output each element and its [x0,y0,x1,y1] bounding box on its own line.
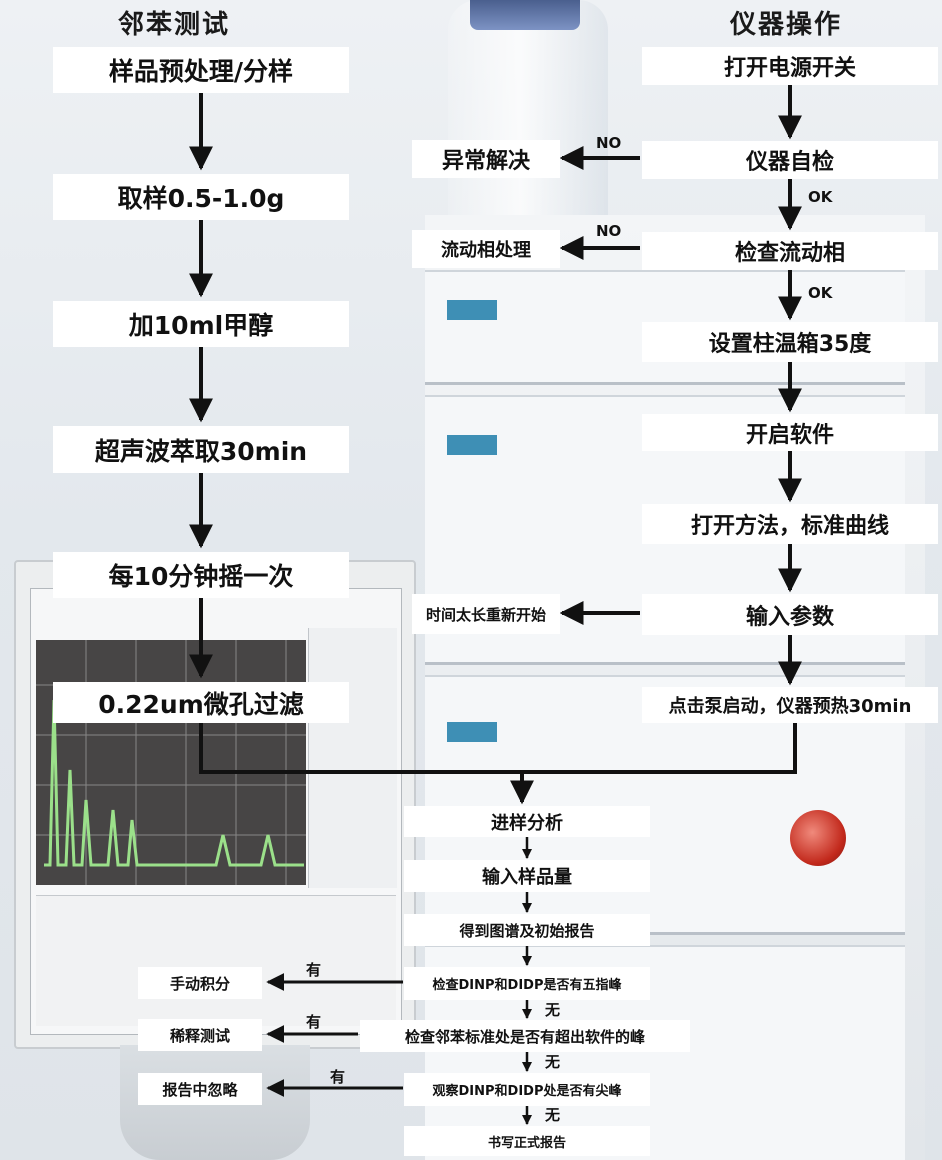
step-shake: 每10分钟摇一次 [53,552,349,598]
step-self-check: 仪器自检 [642,141,938,179]
label-no: NO [596,134,622,152]
step-filter: 0.22um微孔过滤 [53,682,349,723]
step-set-column-oven: 设置柱温箱35度 [642,322,938,362]
injector-knob-image [790,810,846,866]
step-observe-sharp-peak: 观察DINP和DIDP处是否有尖峰 [404,1073,650,1106]
step-ultrasonic-extraction: 超声波萃取30min [53,426,349,473]
step-open-method: 打开方法，标准曲线 [642,504,938,544]
box-restart-timeout: 时间太长重新开始 [412,594,560,634]
box-manual-integration: 手动积分 [138,967,262,999]
software-lower-panel [36,895,396,1026]
label-yes: 有 [306,1013,322,1031]
label-yes: 有 [330,1068,346,1086]
step-get-chromatogram: 得到图谱及初始报告 [404,914,650,946]
label-ok: OK [808,284,833,302]
step-sample-pretreatment: 样品预处理/分样 [53,47,349,93]
label-no: 无 [545,1053,561,1071]
box-exception-handling: 异常解决 [412,140,560,178]
box-mobile-phase-handling: 流动相处理 [412,230,560,268]
step-check-mobile-phase: 检查流动相 [642,232,938,270]
right-column-header: 仪器操作 [730,10,843,40]
step-input-parameters: 输入参数 [642,594,938,635]
step-start-pump: 点击泵启动，仪器预热30min [642,687,938,723]
bottle-cap-image [470,0,580,30]
chromatogram-display [36,640,306,885]
step-weigh-sample: 取样0.5-1.0g [53,174,349,220]
label-no: 无 [545,1106,561,1124]
box-ignore-in-report: 报告中忽略 [138,1073,262,1105]
label-no: 无 [545,1001,561,1019]
box-dilution-test: 稀释测试 [138,1019,262,1051]
step-check-five-finger-peak: 检查DINP和DIDP是否有五指峰 [404,967,650,1000]
label-yes: 有 [306,961,322,979]
left-column-header: 邻苯测试 [118,10,231,40]
step-write-final-report: 书写正式报告 [404,1126,650,1156]
label-ok: OK [808,188,833,206]
label-no: NO [596,222,622,240]
software-side-panel [308,628,397,888]
step-open-software: 开启软件 [642,414,938,451]
step-add-methanol: 加10ml甲醇 [53,301,349,347]
step-injection-analysis: 进样分析 [404,806,650,837]
step-power-on: 打开电源开关 [642,47,938,85]
step-input-sample-amount: 输入样品量 [404,860,650,892]
step-check-out-of-range-peak: 检查邻苯标准处是否有超出软件的峰 [360,1020,690,1052]
